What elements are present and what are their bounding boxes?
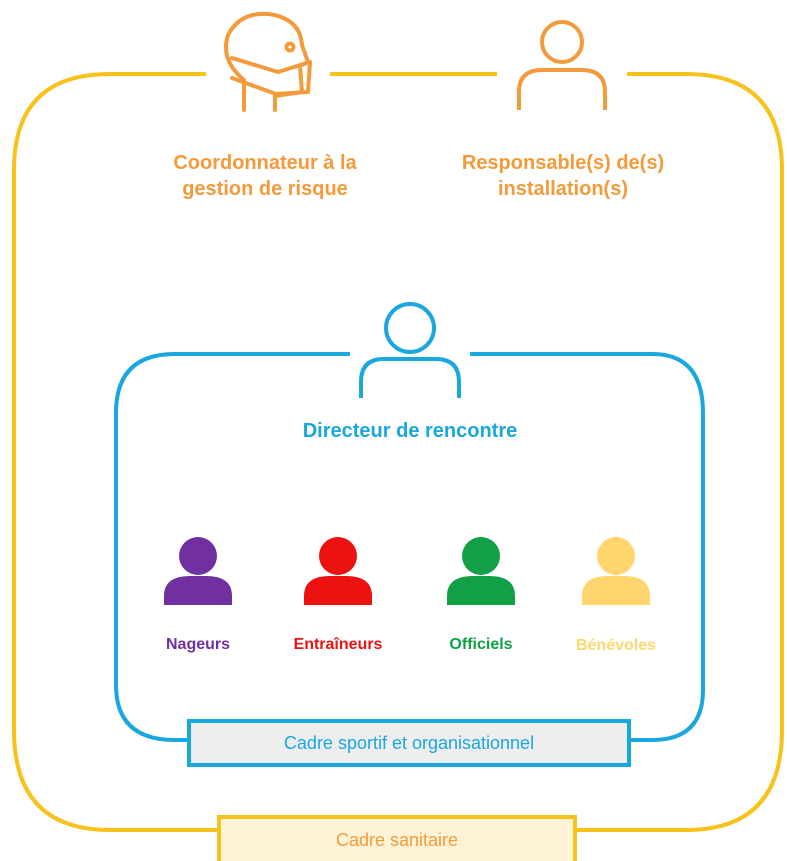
director-person-icon [359,302,461,398]
sanitary-frame-box: Cadre sanitaire [217,815,577,861]
facility-label: Responsable(s) de(s) installation(s) [461,152,665,200]
person-filled-icon [447,537,515,605]
person-outline-icon [517,20,607,110]
person-label-officiels: Officiels [449,636,513,653]
person-filled-icon [304,537,372,605]
inner-frame [114,352,705,742]
sport-frame-label: Cadre sportif et organisationnel [283,732,535,753]
director-label: Directeur de rencontre [302,420,518,442]
mask-person-icon [224,11,312,112]
sport-frame-box: Cadre sportif et organisationnel [187,719,631,767]
person-filled-icon [164,537,232,605]
outer-frame [12,72,784,832]
sanitary-frame-label: Cadre sanitaire [335,829,459,850]
person-label-nageurs: Nageurs [165,636,231,653]
person-label-entraineurs: Entraîneurs [293,636,383,653]
coordinator-label: Coordonnateur à la gestion de risque [173,152,357,200]
person-label-benevoles: Bénévoles [575,637,657,654]
person-filled-icon [582,537,650,605]
